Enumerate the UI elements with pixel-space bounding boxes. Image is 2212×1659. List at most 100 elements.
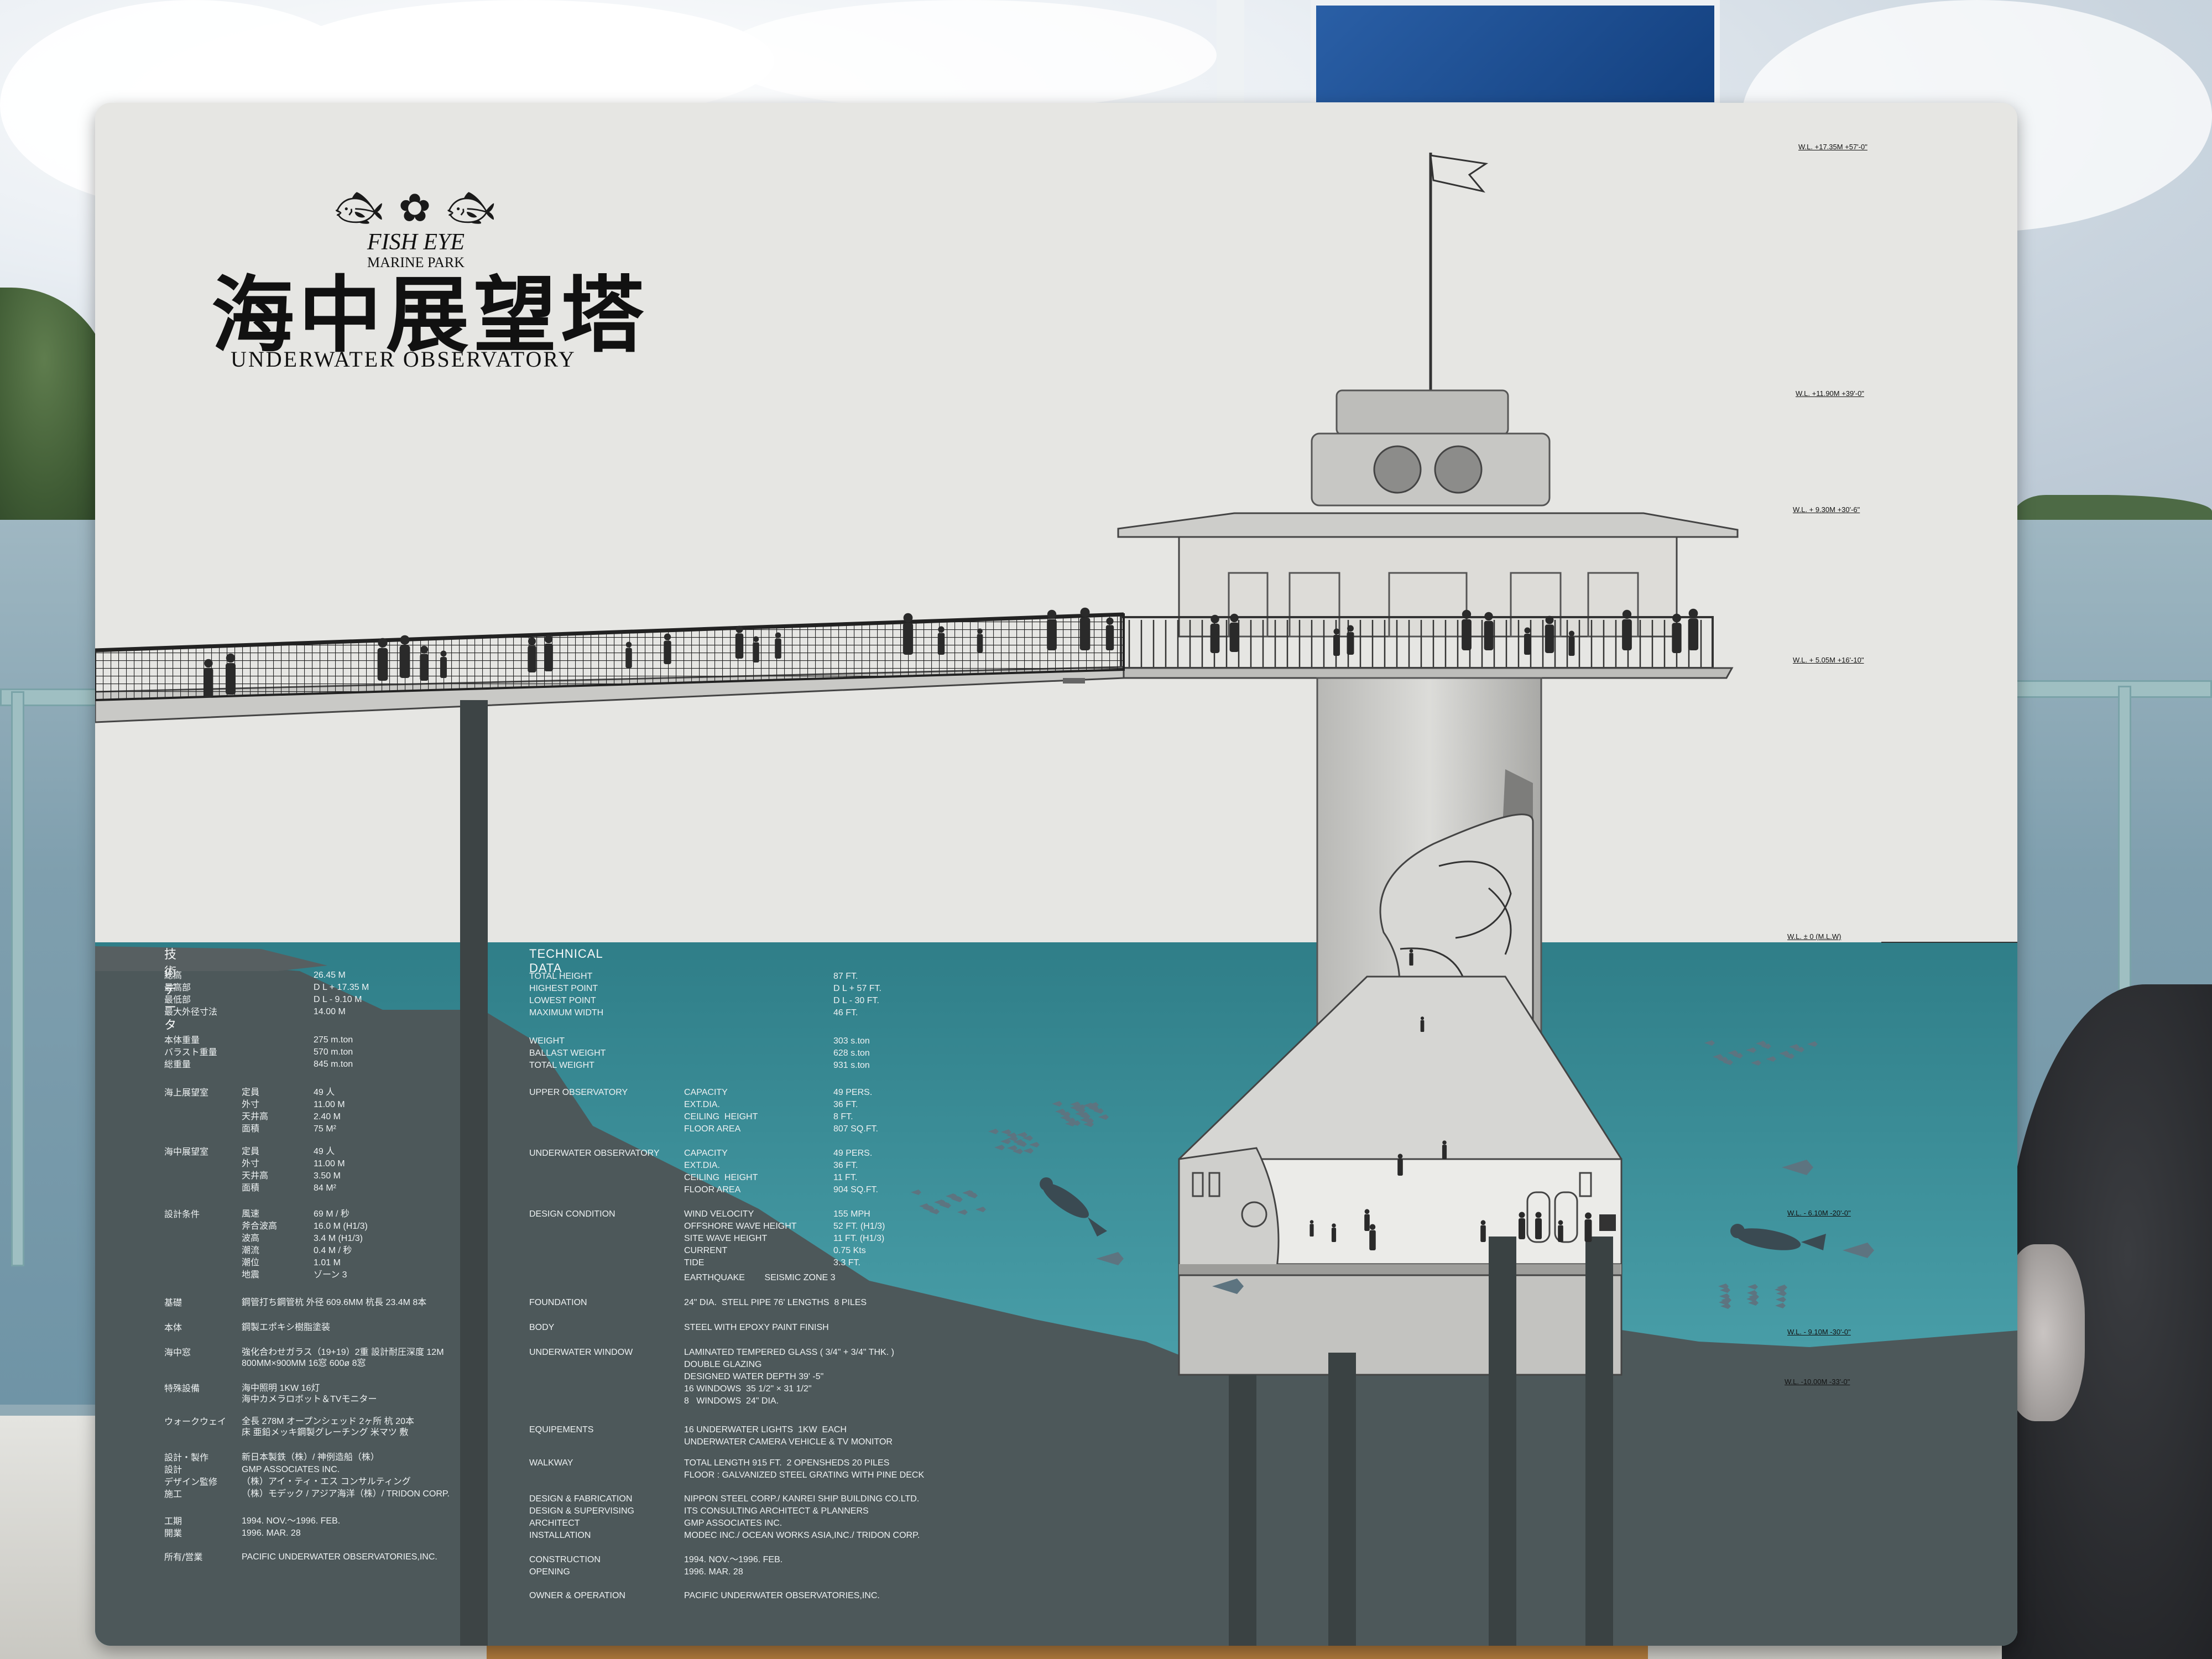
fish — [1756, 1041, 1766, 1046]
tech-jp-value: 2.40 M — [314, 1112, 341, 1121]
fish-eye-logo: 🐟︎ ✿ 🐟︎ FISH EYE MARINE PARK — [333, 186, 499, 271]
tech-jp-value: 800MM×900MM 16窓 600ø 8窓 — [242, 1359, 366, 1368]
upper-observatory — [1178, 536, 1678, 638]
fish — [1728, 1050, 1738, 1056]
tech-en-value: 904 SQ.FT. — [833, 1185, 878, 1194]
person-silhouette — [1210, 614, 1220, 653]
tech-en-sub: PACIFIC UNDERWATER OBSERVATORIES,INC. — [684, 1591, 880, 1600]
tech-en-key: DESIGN & FABRICATION — [529, 1494, 633, 1504]
tech-en-value: D L - 30 FT. — [833, 996, 879, 1005]
tech-jp-value: 鋼管打ち鋼管杭 外径 609.6MM 杭長 23.4M 8本 — [242, 1298, 427, 1307]
tech-en-key: DESIGN CONDITION — [529, 1209, 615, 1219]
tech-jp-key: 本体 — [164, 1322, 182, 1333]
tech-en-sub: 16 UNDERWATER LIGHTS 1KW EACH — [684, 1425, 847, 1434]
fish — [957, 1209, 968, 1215]
observatory-floor — [1179, 1264, 1621, 1275]
tech-jp-sub: 定員 — [242, 1147, 260, 1156]
fish — [936, 1200, 946, 1206]
tech-jp-key: 最大外径寸法 — [164, 1006, 218, 1017]
tech-jp-value: 1.01 M — [314, 1258, 341, 1267]
level-marker: W.L. -10.00M -33'-0" — [1785, 1378, 1850, 1386]
person-silhouette — [977, 628, 983, 653]
tech-jp-value: 49 人 — [314, 1147, 335, 1156]
fish — [1016, 1141, 1027, 1147]
tech-jp-key: バラスト重量 — [164, 1047, 217, 1057]
tech-jp-value: 全長 278M オープンシェッド 2ヶ所 杭 20本 — [242, 1417, 414, 1426]
title-english: UNDERWATER OBSERVATORY — [231, 347, 576, 372]
tech-en-sub: OFFSHORE WAVE HEIGHT — [684, 1222, 797, 1231]
tech-en-sub: CEILING HEIGHT — [684, 1112, 758, 1121]
fish — [1001, 1129, 1011, 1135]
tech-en-sub: 24" DIA. STELL PIPE 76' LENGTHS 8 PILES — [684, 1298, 867, 1307]
tech-jp-value: 床 亜鉛メッキ鋼製グレーチング 米マツ 敷 — [242, 1428, 409, 1437]
person-silhouette — [735, 625, 744, 659]
fish — [952, 1197, 963, 1202]
tech-jp-key: 設計条件 — [164, 1209, 200, 1219]
fish — [947, 1194, 958, 1199]
tech-jp-value: 11.00 M — [314, 1159, 345, 1168]
fish — [988, 1129, 999, 1134]
tech-jp-sub: 潮流 — [242, 1246, 260, 1255]
tech-jp-value: 84 M² — [314, 1183, 336, 1193]
person-silhouette — [1622, 609, 1632, 650]
tech-en-key: MAXIMUM WIDTH — [529, 1008, 604, 1018]
tower-cap — [1335, 389, 1509, 436]
person-silhouette — [937, 626, 945, 655]
walkway-handrail — [95, 612, 1124, 653]
fish — [1052, 1101, 1062, 1107]
tech-jp-key: 本体重量 — [164, 1035, 200, 1045]
tech-en-key: UNDERWATER OBSERVATORY — [529, 1149, 660, 1158]
tech-jp-sub: 天井高 — [242, 1112, 269, 1121]
fish — [1088, 1105, 1099, 1111]
tech-jp-key: 設計・製作 — [164, 1452, 209, 1463]
tech-en-sub: WIND VELOCITY — [684, 1209, 754, 1219]
tech-en-sub: 1996. MAR. 28 — [684, 1567, 743, 1577]
fish — [1794, 1047, 1804, 1052]
tech-en-sub: MODEC INC./ OCEAN WORKS ASIA,INC./ TRIDO… — [684, 1531, 920, 1540]
tech-en-value: 11 FT. — [833, 1173, 858, 1182]
tech-jp-sub: 地震 — [242, 1270, 260, 1280]
person-silhouette — [1442, 1140, 1447, 1159]
tech-jp-value: 26.45 M — [314, 971, 346, 980]
tech-jp-sub: 面積 — [242, 1183, 260, 1193]
visitor-silhouettes — [204, 607, 1699, 1250]
tech-en-key: BODY — [529, 1323, 555, 1332]
tech-en-sub: CEILING HEIGHT — [684, 1173, 758, 1182]
fish-single — [1096, 1160, 1874, 1294]
person-silhouette — [1484, 612, 1494, 650]
walkway-joint — [1063, 678, 1085, 684]
tech-en-key: TOTAL WEIGHT — [529, 1061, 594, 1070]
fish — [1733, 1053, 1743, 1058]
cloud — [719, 0, 1217, 111]
person-silhouette — [753, 636, 759, 662]
light-fixture — [1599, 1214, 1616, 1231]
tech-jp-value: 鋼製エポキシ樹脂塗装 — [242, 1323, 331, 1332]
fish — [1784, 1053, 1794, 1059]
fish — [1093, 1108, 1104, 1114]
tech-jp-value: 75 M² — [314, 1124, 336, 1134]
tech-en-key: CONSTRUCTION — [529, 1555, 601, 1564]
tech-en-value: D L + 57 FT. — [833, 984, 881, 993]
banner — [1311, 0, 1720, 108]
fish — [964, 1191, 974, 1196]
tech-jp-sub: 斧合波高 — [242, 1222, 278, 1231]
tech-en-value: 3.3 FT. — [833, 1258, 860, 1267]
tech-en-heading: TECHNICAL DATA — [529, 947, 603, 975]
tech-en-key: UNDERWATER WINDOW — [529, 1348, 633, 1357]
tech-en-sub: FLOOR : GALVANIZED STEEL GRATING WITH PI… — [684, 1470, 925, 1480]
porthole — [1208, 1172, 1220, 1197]
tech-jp-value: 570 m.ton — [314, 1047, 353, 1057]
tech-jp-value: GMP ASSOCIATES INC. — [242, 1465, 340, 1474]
person-silhouette — [1420, 1016, 1425, 1032]
fish — [1078, 1112, 1089, 1118]
fish — [941, 1203, 951, 1208]
tech-en-key: WALKWAY — [529, 1458, 573, 1468]
fish — [1022, 1135, 1033, 1141]
person-silhouette — [1568, 630, 1575, 656]
upper-deck — [1111, 667, 1734, 679]
diver-left — [1040, 1177, 1107, 1237]
fish — [1704, 1040, 1715, 1046]
fish — [1718, 1284, 1729, 1289]
person-silhouette — [1545, 615, 1554, 653]
tech-en-sub: TIDE — [684, 1258, 705, 1267]
